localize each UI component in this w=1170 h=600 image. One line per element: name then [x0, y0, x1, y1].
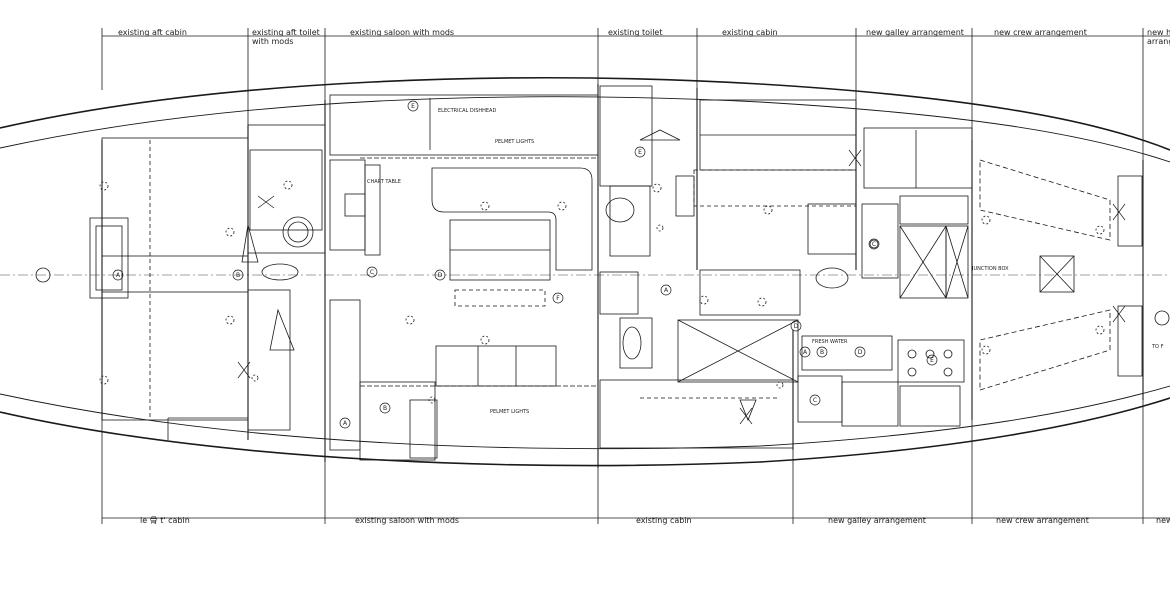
- marker-e-cabin: E: [634, 146, 646, 158]
- top-label-aft-cabin: existing aft cabin: [118, 28, 187, 37]
- bottom-label-galley: new galley arrangement: [828, 516, 926, 525]
- marker-b-aft: B: [232, 269, 244, 281]
- aft-toilet-area: [241, 124, 326, 431]
- svg-text:E: E: [638, 149, 642, 156]
- marker-d-galley: D: [854, 346, 866, 358]
- svg-text:A: A: [803, 349, 808, 356]
- bottom-label-crew: new crew arrangement: [996, 516, 1089, 525]
- top-label-new-sub: arrange: [1147, 37, 1170, 46]
- marker-a-aft: A: [112, 269, 124, 281]
- toilet-area: [599, 85, 681, 369]
- bottom-label-aft-cabin: ie ⻣ t' cabin: [140, 516, 190, 525]
- top-label-aft-toilet: existing aft toilet: [252, 28, 320, 37]
- svg-text:B: B: [383, 405, 387, 412]
- svg-text:B: B: [236, 272, 240, 279]
- top-label-crew: new crew arrangement: [994, 28, 1087, 37]
- marker-c-galley: C: [809, 394, 821, 406]
- bulkheads: [101, 84, 1144, 468]
- bottom-label-cabin: existing cabin: [636, 516, 692, 525]
- label-to-fw: TO F: [1151, 344, 1164, 350]
- top-label-saloon: existing saloon with mods: [350, 28, 454, 37]
- svg-text:D: D: [858, 349, 863, 356]
- marker-a-galley: A: [799, 346, 811, 358]
- bottom-label-new: new: [1156, 516, 1170, 525]
- svg-text:D: D: [438, 272, 443, 279]
- bottom-label-saloon: existing saloon with mods: [355, 516, 459, 525]
- svg-text:B: B: [820, 349, 824, 356]
- marker-b-galley: B: [816, 346, 828, 358]
- svg-text:E: E: [930, 357, 934, 364]
- label-fresh-water: FRESH WATER: [812, 339, 848, 345]
- marker-b-saloon: B: [379, 402, 391, 414]
- marker-d-cabin: D: [790, 320, 802, 332]
- svg-text:D: D: [794, 323, 799, 330]
- svg-text:F: F: [556, 295, 560, 302]
- label-chart-table: CHART TABLE: [367, 179, 401, 185]
- svg-text:C: C: [813, 397, 817, 404]
- svg-text:E: E: [411, 103, 415, 110]
- svg-text:A: A: [343, 420, 348, 427]
- marker-c-saloon: C: [366, 266, 378, 278]
- marker-f-saloon: F: [552, 292, 564, 304]
- svg-text:A: A: [116, 272, 121, 279]
- saloon-area: [329, 94, 599, 461]
- cabin-area: [599, 99, 857, 449]
- svg-text:C: C: [872, 241, 876, 248]
- galley-area: [797, 127, 973, 427]
- label-electrical-dishhead: ELECTRICAL DISHHEAD: [438, 108, 496, 114]
- svg-text:A: A: [664, 287, 669, 294]
- marker-a-saloon-low: A: [339, 417, 351, 429]
- top-label-aft-toilet-sub: with mods: [252, 37, 293, 46]
- aft-cabin-area: [35, 137, 249, 440]
- bottom-dimension-bar: [101, 400, 1170, 524]
- top-label-new: new h: [1147, 28, 1170, 37]
- marker-e-galley: E: [926, 354, 938, 366]
- crew-area: [979, 159, 1170, 391]
- marker-e-saloon: E: [407, 100, 419, 112]
- svg-text:C: C: [370, 269, 374, 276]
- top-label-cabin: existing cabin: [722, 28, 778, 37]
- marker-c-cabin: C: [868, 238, 880, 250]
- label-pelmet-lights-top: PELMET LIGHTS: [495, 139, 534, 145]
- label-junction-box: JUNCTION BOX: [971, 266, 1009, 272]
- label-pelmet-lights-bottom: PELMET LIGHTS: [490, 409, 529, 415]
- valve-symbols: [237, 149, 1126, 425]
- markers: A B C D E F A A B C D E A B C D E: [112, 100, 938, 429]
- top-label-galley: new galley arrangement: [866, 28, 964, 37]
- top-dimension-bar: [101, 28, 1170, 160]
- marker-d-saloon: D: [434, 269, 446, 281]
- top-label-toilet: existing toilet: [608, 28, 663, 37]
- marker-a-toilet: A: [660, 284, 672, 296]
